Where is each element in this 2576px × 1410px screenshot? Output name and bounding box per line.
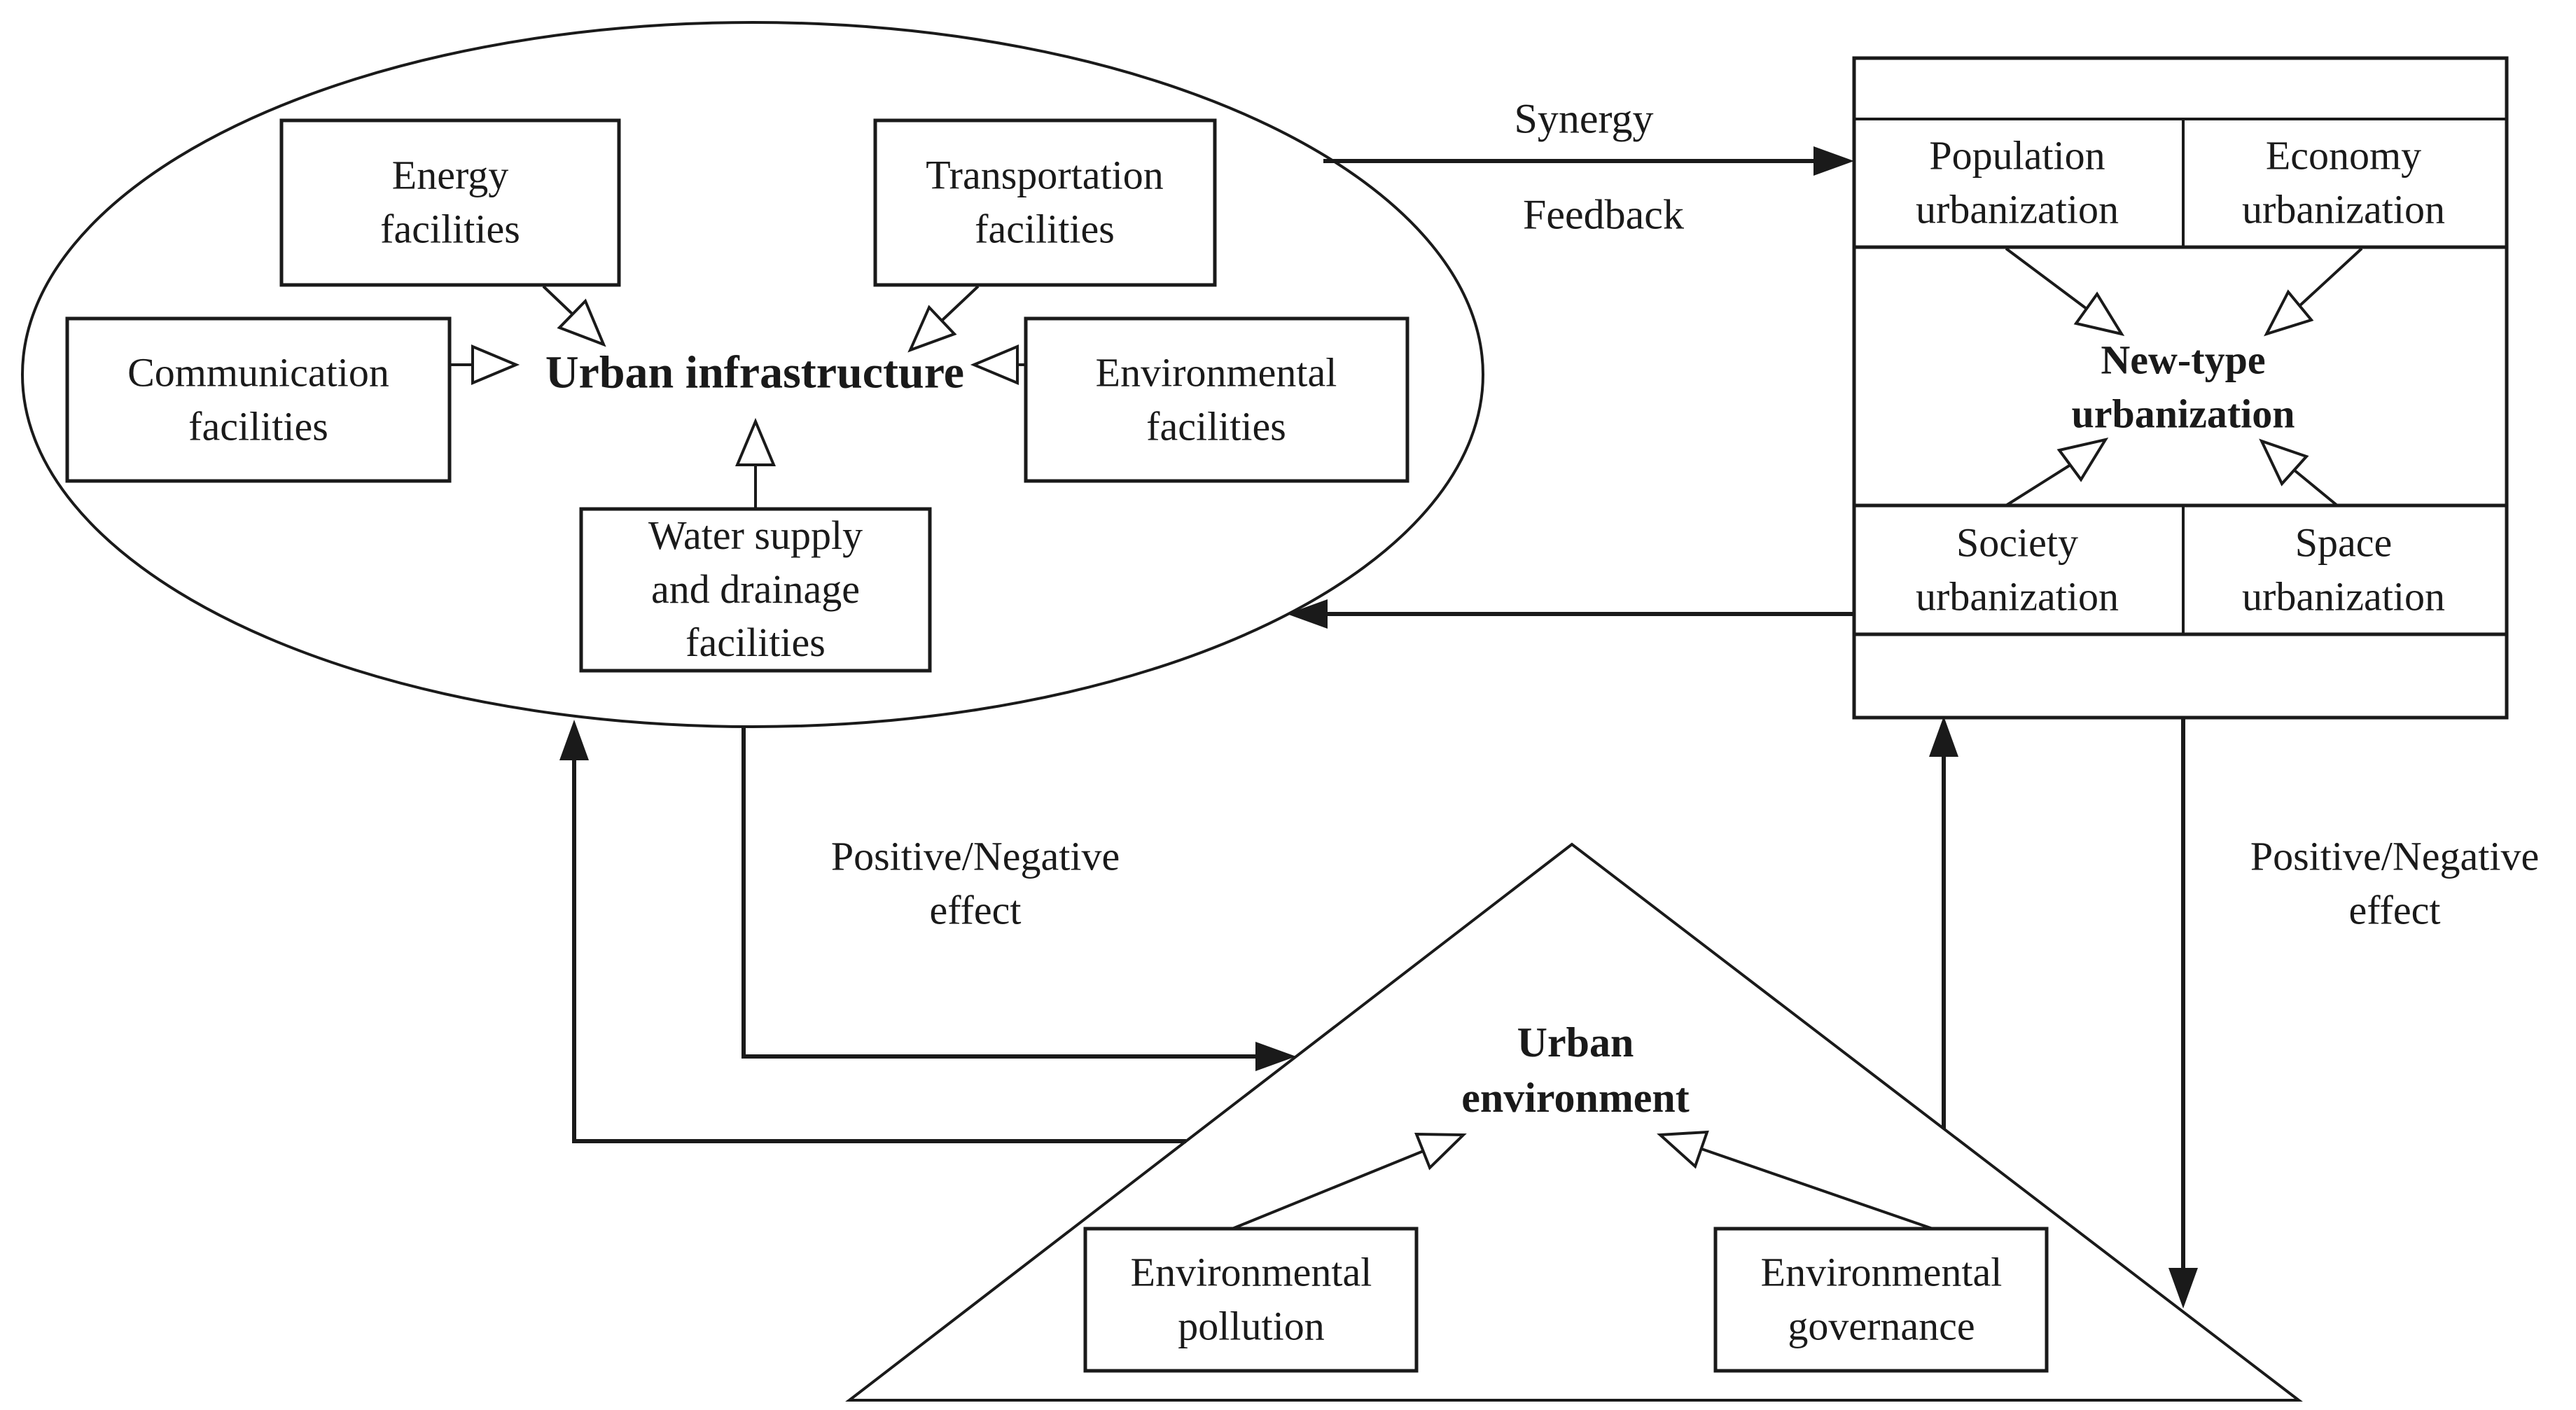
society-to-newtype-arrow <box>2005 437 2109 507</box>
urbanization-to-infrastructure-arrow <box>1287 599 1854 629</box>
transportation-to-infrastructure-arrow <box>907 285 980 353</box>
economy-to-newtype-arrow <box>2264 247 2363 337</box>
environment-to-infrastructure-arrow <box>559 720 1186 1143</box>
energy-facilities-box <box>279 118 621 287</box>
environment-triangle <box>845 842 2303 1402</box>
urbanization-rect <box>1852 56 2509 720</box>
environmental-facilities-box <box>1024 316 1409 483</box>
communication-facilities-box <box>65 316 452 483</box>
environmental-to-infrastructure-arrow <box>970 344 1026 386</box>
environment-to-urbanization-arrow <box>1929 716 1958 1129</box>
environmental-pollution-box <box>1083 1227 1419 1373</box>
space-to-newtype-arrow <box>2259 438 2339 507</box>
transportation-facilities-box <box>873 118 1217 287</box>
infrastructure-to-environment-arrow <box>742 727 1296 1071</box>
environmental-governance-box <box>1713 1227 2049 1373</box>
water-supply-box <box>579 507 932 673</box>
synergy-feedback-arrow <box>1323 146 1854 176</box>
pollution-to-environment-arrow <box>1232 1132 1467 1230</box>
infrastructure-ellipse <box>21 21 1484 728</box>
population-to-newtype-arrow <box>2005 247 2125 337</box>
energy-to-infrastructure-arrow <box>542 285 606 347</box>
communication-to-infrastructure-arrow <box>450 344 520 386</box>
governance-to-environment-arrow <box>1657 1130 1933 1230</box>
urbanization-to-environment-arrow <box>2168 718 2198 1308</box>
water-to-infrastructure-arrow <box>734 417 777 509</box>
